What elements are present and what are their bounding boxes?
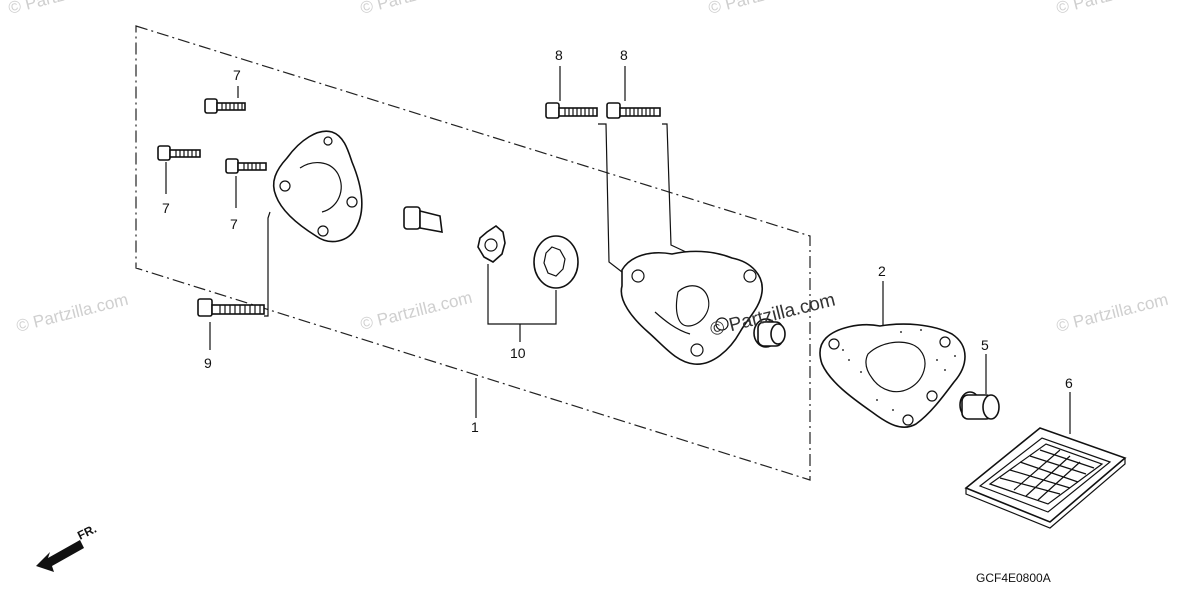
dowel-collar xyxy=(753,318,786,348)
label-part-7: 7 xyxy=(162,200,170,216)
label-part-2: 2 xyxy=(878,263,886,279)
watermark-text: © Partzilla.com xyxy=(358,288,474,334)
label-part-5: 5 xyxy=(981,337,989,353)
label-part-9: 9 xyxy=(204,355,212,371)
watermark-text: © Partzilla.com xyxy=(1054,0,1170,18)
label-part-8: 8 xyxy=(555,47,563,63)
label-part-6: 6 xyxy=(1065,375,1073,391)
watermark-text: © Partzilla.com xyxy=(358,0,474,18)
label-part-8: 8 xyxy=(620,47,628,63)
bolt-7-middle xyxy=(225,158,267,174)
gasket xyxy=(819,323,966,428)
pump-cover xyxy=(272,130,363,243)
watermark-text: © Partzilla.com xyxy=(6,0,122,18)
diagram-code: GCF4E0800A xyxy=(976,571,1051,585)
watermark-text: © Partzilla.com xyxy=(14,290,130,336)
bolt-8-left xyxy=(545,102,598,119)
assembly-boundary xyxy=(135,25,811,481)
bolt-8-right xyxy=(606,102,661,119)
label-part-7: 7 xyxy=(230,216,238,232)
leader-lines xyxy=(165,66,1071,434)
watermark-text: © Partzilla.com xyxy=(1054,290,1170,336)
bolt-7-left xyxy=(157,145,201,161)
outer-rotor xyxy=(533,235,579,289)
front-arrow-icon: FR. xyxy=(36,522,99,572)
pump-body xyxy=(620,250,763,365)
label-part-10: 10 xyxy=(510,345,526,361)
label-part-7: 7 xyxy=(233,67,241,83)
oil-strainer xyxy=(964,427,1127,529)
watermark-text: © Partzilla.com xyxy=(706,0,822,18)
pump-shaft xyxy=(403,206,443,233)
part-labels: 7 7 7 8 8 9 10 1 2 5 6 xyxy=(162,47,1073,435)
front-marker-label: FR. xyxy=(75,522,99,543)
bolt-9 xyxy=(197,298,265,317)
inner-rotor xyxy=(477,224,506,263)
bolt-7-top xyxy=(204,98,246,114)
label-part-1: 1 xyxy=(471,419,479,435)
collar-5 xyxy=(959,391,1000,420)
watermark-layer: © Partzilla.com © Partzilla.com © Partzi… xyxy=(6,0,1170,336)
